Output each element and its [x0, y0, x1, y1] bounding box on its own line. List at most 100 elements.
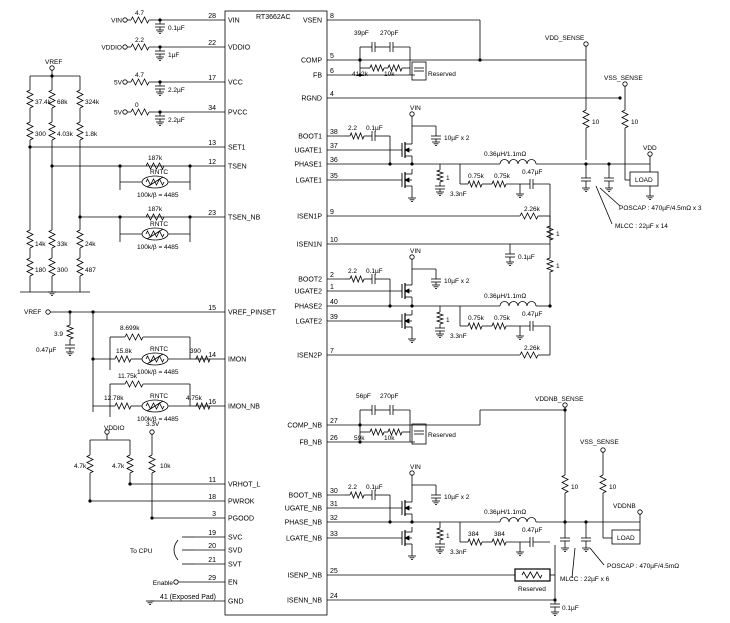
pin-number: 40	[330, 299, 338, 306]
ground-icon	[604, 187, 614, 193]
resistor-value: 2.26k	[524, 206, 541, 213]
resistor-value: 0.75k	[468, 173, 485, 180]
pin-number: 19	[208, 530, 216, 537]
reserved-box	[411, 423, 427, 445]
ground-icon	[515, 193, 525, 199]
vdd-sense-label: VDD_SENSE	[545, 35, 585, 42]
junction-dot	[618, 96, 622, 100]
resistor-value: 2.26k	[524, 345, 541, 352]
pin-name: SVC	[228, 535, 242, 542]
pin-name: PHASE1	[294, 162, 322, 169]
mlcc-label: MLCC : 22µF x 14	[615, 223, 668, 230]
inductor	[499, 159, 537, 165]
pin-number: 14	[208, 352, 216, 359]
pin-name: SET1	[228, 145, 246, 152]
pin-name: FB	[313, 73, 322, 80]
resistor	[148, 454, 156, 474]
capacitor-value: 39pF	[354, 30, 369, 37]
resistor-value: 4.7k	[74, 463, 87, 470]
resistor-value: 14k	[35, 241, 46, 248]
ground-icon	[515, 335, 525, 341]
pin-number: 15	[208, 305, 216, 312]
ntc-thermistor	[141, 227, 169, 241]
pin-number: 1	[330, 284, 334, 291]
terminal	[122, 109, 128, 115]
resistor	[130, 43, 150, 51]
resistor	[130, 16, 150, 24]
terminal	[409, 254, 415, 260]
resistor-value: 2.2	[135, 37, 144, 44]
poscap-label: POSCAP : 470µF/4.5mΩ x 3	[619, 205, 702, 212]
resistor-value: 10	[571, 484, 579, 491]
pin-number: 21	[208, 557, 216, 564]
resistor	[349, 274, 365, 284]
resistor	[621, 109, 629, 129]
junction-dot	[553, 598, 557, 602]
junction-dot	[410, 162, 414, 166]
ntc-thermistor	[141, 399, 169, 413]
pin-name: VIN	[228, 18, 240, 25]
pin-name: BOOT_NB	[289, 493, 323, 500]
mosfet	[401, 138, 413, 162]
ground-icon	[155, 56, 165, 62]
junction-dot	[28, 145, 32, 149]
vss-sense2-label: VSS_SENSE	[580, 439, 619, 446]
inductor	[499, 301, 537, 307]
vref-label: VREF	[24, 309, 41, 316]
resistor	[26, 121, 34, 141]
resistor-value: 187k	[148, 206, 163, 213]
pin-number: 11	[209, 477, 216, 484]
ntc-spec: 100k/β = 4485	[137, 192, 179, 199]
resistor-value: 11.75k	[118, 373, 138, 380]
resistor	[519, 212, 539, 220]
resistor	[467, 321, 483, 331]
junction-dot	[118, 164, 122, 168]
pin-name: VRHOT_L	[228, 482, 260, 489]
mosfet	[401, 496, 413, 520]
resistor	[76, 89, 84, 109]
capacitor-value: 0.1µF	[562, 605, 579, 612]
junction-dot	[358, 440, 362, 444]
terminal	[637, 509, 643, 515]
pin-name: ISENP_NB	[287, 573, 322, 580]
junction-dot	[128, 482, 132, 486]
pin-name: RGND	[301, 96, 322, 103]
resistor	[76, 121, 84, 141]
ground-icon	[407, 555, 417, 561]
ntc-spec: 100k/β = 4485	[137, 416, 179, 423]
resistor	[130, 108, 150, 116]
resistor	[114, 355, 132, 363]
to-cpu-label: To CPU	[130, 548, 153, 555]
ntc-label: RNTC	[150, 169, 168, 176]
pin-name: BOOT1	[298, 134, 322, 141]
vref-label: VREF	[45, 59, 62, 66]
resistor	[561, 474, 569, 494]
pin-number: 37	[330, 143, 338, 150]
pin-number: 33	[330, 531, 338, 538]
load-label: LOAD	[635, 177, 653, 184]
capacitor-value: 56pF	[356, 393, 371, 400]
resistor-value: 4.75k	[186, 395, 203, 402]
pin-name: PHASE_NB	[285, 520, 323, 527]
junction-dot	[563, 408, 567, 412]
ground-icon	[407, 197, 417, 203]
resistor	[145, 162, 165, 170]
resistor	[545, 257, 555, 273]
pin-name: PVCC	[228, 110, 247, 117]
pin-name: PWROK	[228, 499, 255, 506]
junction-dot	[584, 162, 588, 166]
resistor-value: 300	[57, 267, 68, 274]
terminal	[409, 111, 415, 117]
resistor-value: 4.03k	[57, 131, 74, 138]
terminal	[583, 41, 589, 47]
resistor	[26, 257, 34, 277]
mlcc-nb-label: MLCC : 22µF x 6	[560, 576, 610, 583]
junction-dot	[158, 110, 162, 114]
mosfet	[401, 526, 413, 550]
pin-number: 25	[330, 568, 338, 575]
pin-name: IMON	[228, 357, 246, 364]
resistor-value: 1	[556, 231, 560, 238]
vdd-label: VDD	[643, 145, 657, 152]
pin-name: ISEN1N	[297, 242, 322, 249]
resistor-value: 0.75k	[468, 315, 485, 322]
